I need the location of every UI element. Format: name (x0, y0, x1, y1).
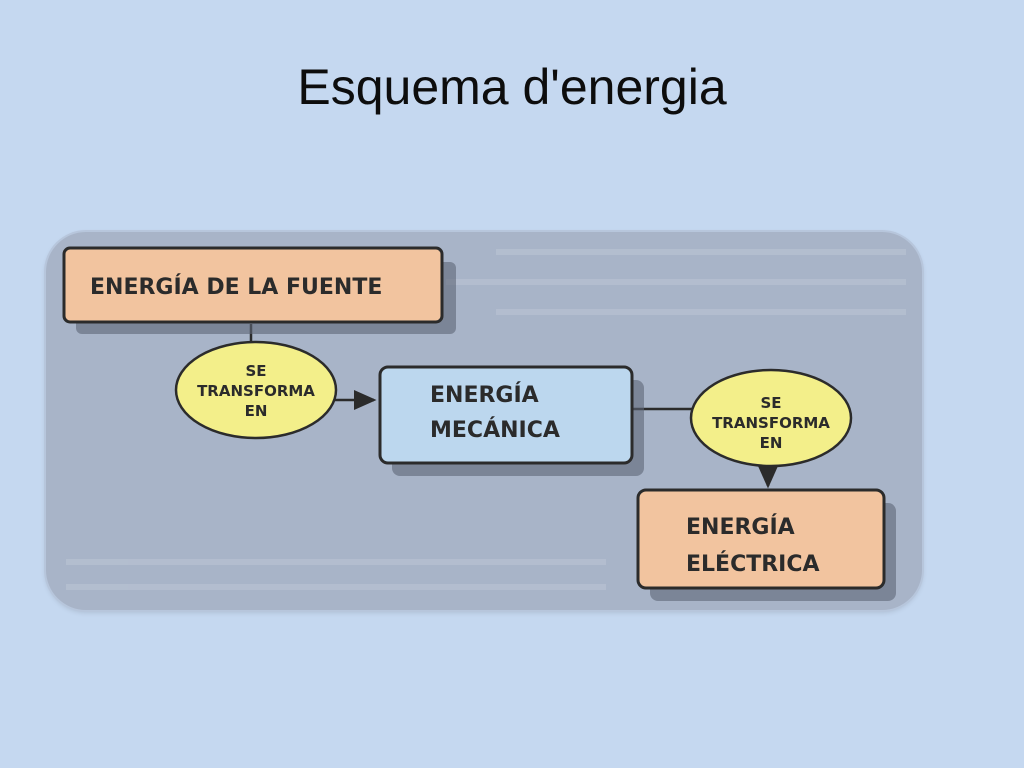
mechanical-energy-label-line2: MECÁNICA (430, 417, 560, 443)
energy-diagram: ENERGÍA DE LA FUENTE SE TRANSFORMA EN EN… (62, 246, 906, 601)
electrical-energy-box: ENERGÍA ELÉCTRICA (636, 488, 896, 601)
slide-title: Esquema d'energia (297, 59, 727, 115)
transform-oval-1-line2: TRANSFORMA (197, 382, 315, 400)
transform-oval-2-line1: SE (760, 394, 781, 412)
source-energy-box: ENERGÍA DE LA FUENTE (62, 246, 456, 334)
transform-oval-2: SE TRANSFORMA EN (689, 368, 853, 468)
source-energy-label: ENERGÍA DE LA FUENTE (90, 274, 382, 300)
electrical-energy-label-line2: ELÉCTRICA (686, 551, 820, 577)
mechanical-energy-box: ENERGÍA MECÁNICA (378, 365, 644, 476)
transform-oval-1: SE TRANSFORMA EN (174, 340, 338, 440)
transform-oval-1-line1: SE (245, 362, 266, 380)
transform-oval-2-line3: EN (760, 434, 783, 452)
background-texture (66, 249, 906, 590)
transform-oval-1-line3: EN (245, 402, 268, 420)
electrical-energy-label-line1: ENERGÍA (686, 514, 795, 540)
mechanical-energy-label-line1: ENERGÍA (430, 382, 539, 408)
diagram-picture: ENERGÍA DE LA FUENTE SE TRANSFORMA EN EN… (46, 232, 922, 610)
transform-oval-2-line2: TRANSFORMA (712, 414, 830, 432)
